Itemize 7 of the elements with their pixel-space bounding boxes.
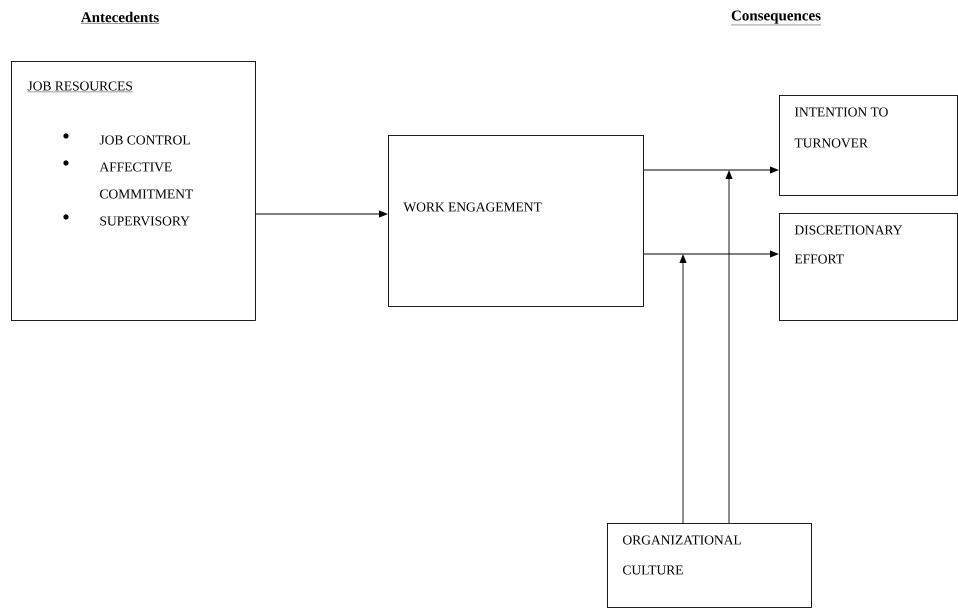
process-box: DISCRETIONARY EFFORT xyxy=(779,213,958,321)
process-box: JOB RESOURCES JOB CONTROL AFFECTIVE COMMITMENT SUPERVISORY xyxy=(11,61,256,321)
heading: Consequences xyxy=(730,10,822,26)
process-box: WORK ENGAGEMENT xyxy=(388,135,644,307)
process-box: ORGANIZATIONAL CULTURE xyxy=(607,523,812,608)
heading: Antecedents xyxy=(80,12,160,24)
process-box: INTENTION TO TURNOVER xyxy=(779,95,958,196)
